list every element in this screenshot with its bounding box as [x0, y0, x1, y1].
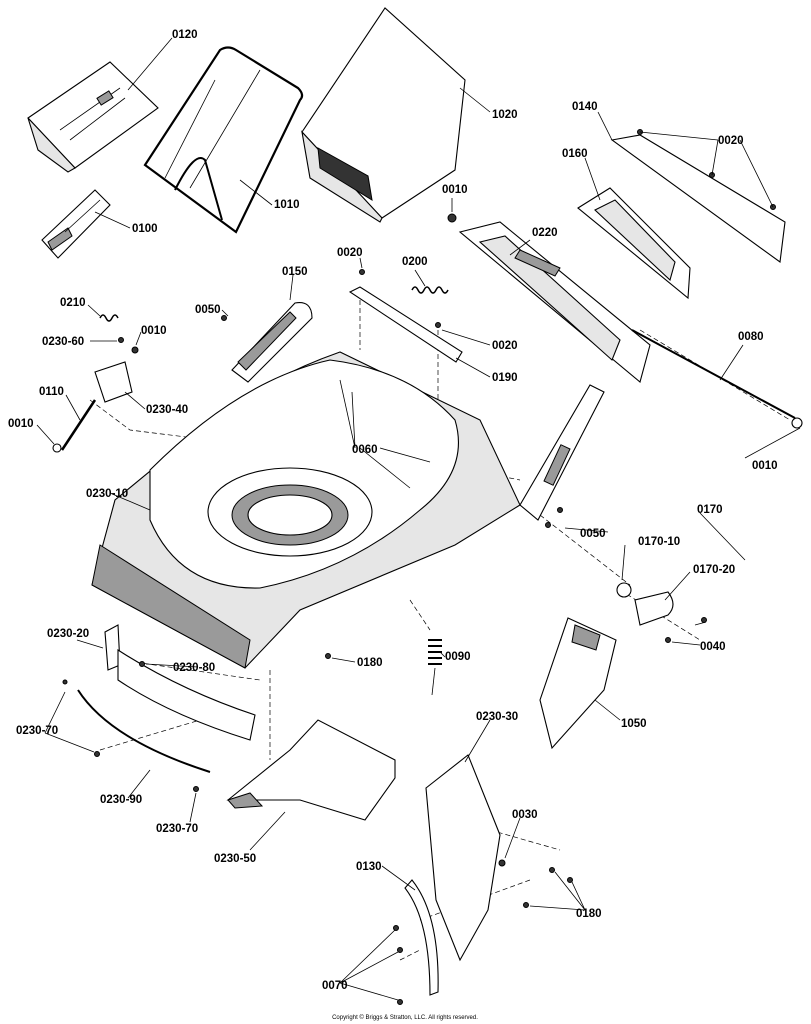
leader-lines	[36, 37, 801, 1001]
label-0010-right: 0010	[752, 460, 778, 472]
part-0230-30-baffle	[425, 754, 501, 962]
label-0230-40: 0230-40	[146, 404, 188, 416]
part-0140-hinge-plate	[610, 134, 786, 263]
part-1010-bag-frame	[143, 46, 304, 234]
label-0010-left: 0010	[141, 325, 167, 337]
part-0100-bracket	[41, 189, 111, 259]
label-0010-top: 0010	[442, 184, 468, 196]
label-0120: 0120	[172, 29, 198, 41]
part-0090-spring	[428, 639, 442, 696]
part-0160-door	[577, 187, 691, 300]
label-0130: 0130	[356, 861, 382, 873]
label-0200: 0200	[402, 256, 428, 268]
part-0230-20-baffle	[104, 624, 256, 741]
label-0230-50: 0230-50	[214, 853, 256, 865]
label-0020-right: 0020	[492, 340, 518, 352]
label-0090: 0090	[445, 651, 471, 663]
label-0110: 0110	[39, 386, 64, 398]
label-1020: 1020	[492, 109, 518, 121]
label-0230-20: 0230-20	[47, 628, 89, 640]
part-1020-grass-bag	[301, 7, 466, 223]
part-0150-adjuster	[231, 302, 313, 383]
label-1010: 1010	[274, 199, 300, 211]
part-0230-90-strip	[77, 689, 211, 773]
label-0230-10: 0230-10	[86, 488, 128, 500]
label-0020-top: 0020	[718, 135, 744, 147]
label-1050: 1050	[621, 718, 647, 730]
label-0050-left: 0050	[195, 304, 221, 316]
label-0140: 0140	[572, 101, 598, 113]
part-0080-rod	[631, 329, 803, 429]
part-0220-frame	[458, 221, 651, 383]
part-0210-spring	[99, 314, 119, 322]
label-0230-90: 0230-90	[100, 794, 142, 806]
label-0210: 0210	[60, 297, 86, 309]
fasteners	[52, 129, 776, 1005]
part-1050-chute	[539, 617, 617, 750]
label-0040: 0040	[700, 641, 726, 653]
label-0100: 0100	[132, 223, 158, 235]
label-0150: 0150	[282, 266, 308, 278]
part-0050-adjuster	[519, 384, 605, 521]
label-0230-60: 0230-60	[42, 336, 84, 348]
label-0170-10: 0170-10	[638, 536, 680, 548]
label-0190: 0190	[492, 372, 518, 384]
part-0230-10-deck	[91, 351, 521, 669]
label-0160: 0160	[562, 148, 588, 160]
label-0230-30: 0230-30	[476, 711, 518, 723]
label-0010-far-left: 0010	[8, 418, 34, 430]
label-0060: 0060	[352, 444, 378, 456]
label-0070: 0070	[322, 980, 348, 992]
label-0020-mid: 0020	[337, 247, 363, 259]
label-0230-70-top: 0230-70	[16, 725, 58, 737]
part-0130-strip	[404, 879, 439, 996]
label-0230-70-bottom: 0230-70	[156, 823, 198, 835]
label-0180-bottom: 0180	[576, 908, 602, 920]
part-0120-rear-shield	[27, 61, 159, 173]
label-0220: 0220	[532, 227, 558, 239]
label-0030: 0030	[512, 809, 538, 821]
label-0230-80: 0230-80	[173, 662, 215, 674]
label-0180-mid: 0180	[357, 657, 383, 669]
label-0080: 0080	[738, 331, 764, 343]
part-0170-assembly	[616, 582, 674, 626]
part-0230-40-bracket	[94, 361, 133, 403]
label-0170: 0170	[697, 504, 723, 516]
part-0110-pin	[60, 399, 97, 451]
part-0190-bracket	[348, 286, 463, 363]
part-0230-50-cover	[226, 719, 396, 821]
label-0050-right: 0050	[580, 528, 606, 540]
label-0170-20: 0170-20	[693, 564, 735, 576]
part-0200-spring	[411, 286, 449, 294]
copyright-notice: Copyright © Briggs & Stratton, LLC. All …	[332, 1014, 478, 1021]
